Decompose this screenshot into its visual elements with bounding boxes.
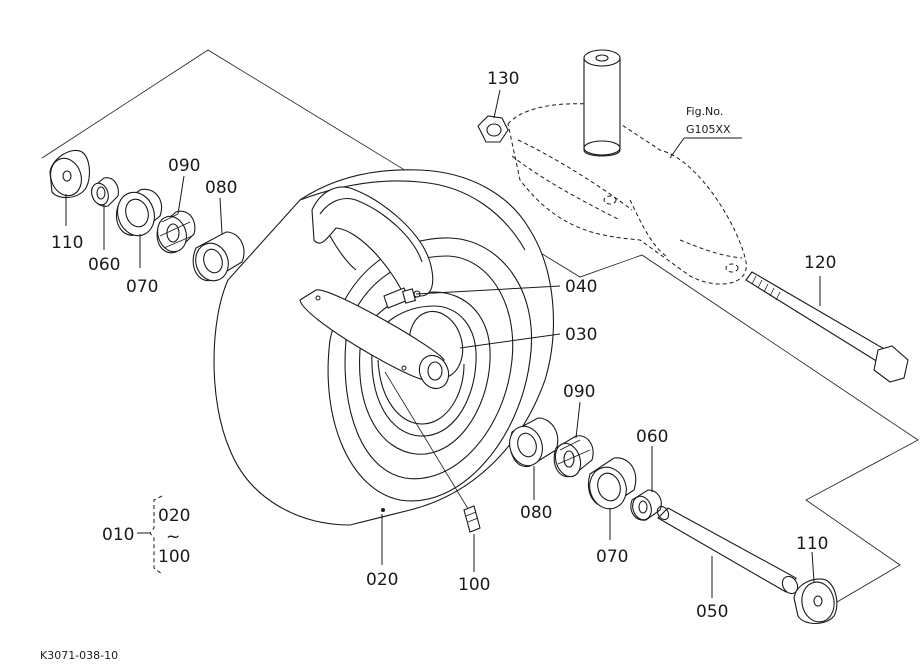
label-090-right: 090 [563, 382, 595, 402]
fig-no-label: Fig.No. [686, 105, 723, 118]
label-060-left: 060 [88, 255, 120, 275]
fig-no-value: G105XX [686, 123, 731, 136]
leader-lines [65, 89, 821, 598]
part-080-right-bushing [509, 417, 559, 468]
part-labels: 130 090 080 110 060 070 120 040 030 090 … [51, 69, 836, 622]
label-080-left: 080 [205, 178, 237, 198]
label-040: 040 [565, 277, 597, 297]
part-110-left-seal-cap [49, 150, 91, 199]
fender-guard [311, 186, 434, 301]
part-050-axle-tube [656, 505, 799, 595]
assembly-bracket-010 [137, 495, 163, 575]
label-range-end-100: 100 [158, 547, 190, 567]
label-090-left: 090 [168, 156, 200, 176]
part-130-nut [477, 115, 509, 143]
part-120-bolt [745, 271, 909, 383]
label-110-left: 110 [51, 233, 83, 253]
part-060-left-spacer [91, 177, 119, 207]
label-120: 120 [804, 253, 836, 273]
label-070-right: 070 [596, 547, 628, 567]
caster-fork-reference [507, 103, 747, 285]
part-080-left-bushing [192, 231, 245, 282]
label-080-right: 080 [520, 503, 552, 523]
part-090-left-roller-cage [156, 210, 196, 254]
label-020: 020 [366, 570, 398, 590]
part-060-right-spacer [630, 489, 662, 521]
diagram-boundary [41, 49, 919, 613]
label-010: 010 [102, 525, 134, 545]
part-070-left-bearing [116, 188, 162, 237]
part-070-right-bearing [588, 457, 637, 510]
figure-reference: Fig.No. G105XX [669, 105, 742, 159]
label-050: 050 [696, 602, 728, 622]
label-130: 130 [487, 69, 519, 89]
drawing-code: K3071-038-10 [40, 649, 118, 662]
part-090-right-roller-cage [553, 435, 594, 478]
part-110-right-seal-cap [793, 578, 838, 625]
part-040-grease-fitting [383, 287, 421, 309]
label-range-tilde: ~ [166, 527, 180, 547]
axle-sleeve [299, 289, 450, 390]
label-range-start-020: 020 [158, 506, 190, 526]
label-070-left: 070 [126, 277, 158, 297]
label-110-right: 110 [796, 534, 828, 554]
part-100-valve-stem [384, 371, 481, 533]
label-030: 030 [565, 325, 597, 345]
caster-kingpin [583, 49, 621, 157]
label-060-right: 060 [636, 427, 668, 447]
label-100: 100 [458, 575, 490, 595]
